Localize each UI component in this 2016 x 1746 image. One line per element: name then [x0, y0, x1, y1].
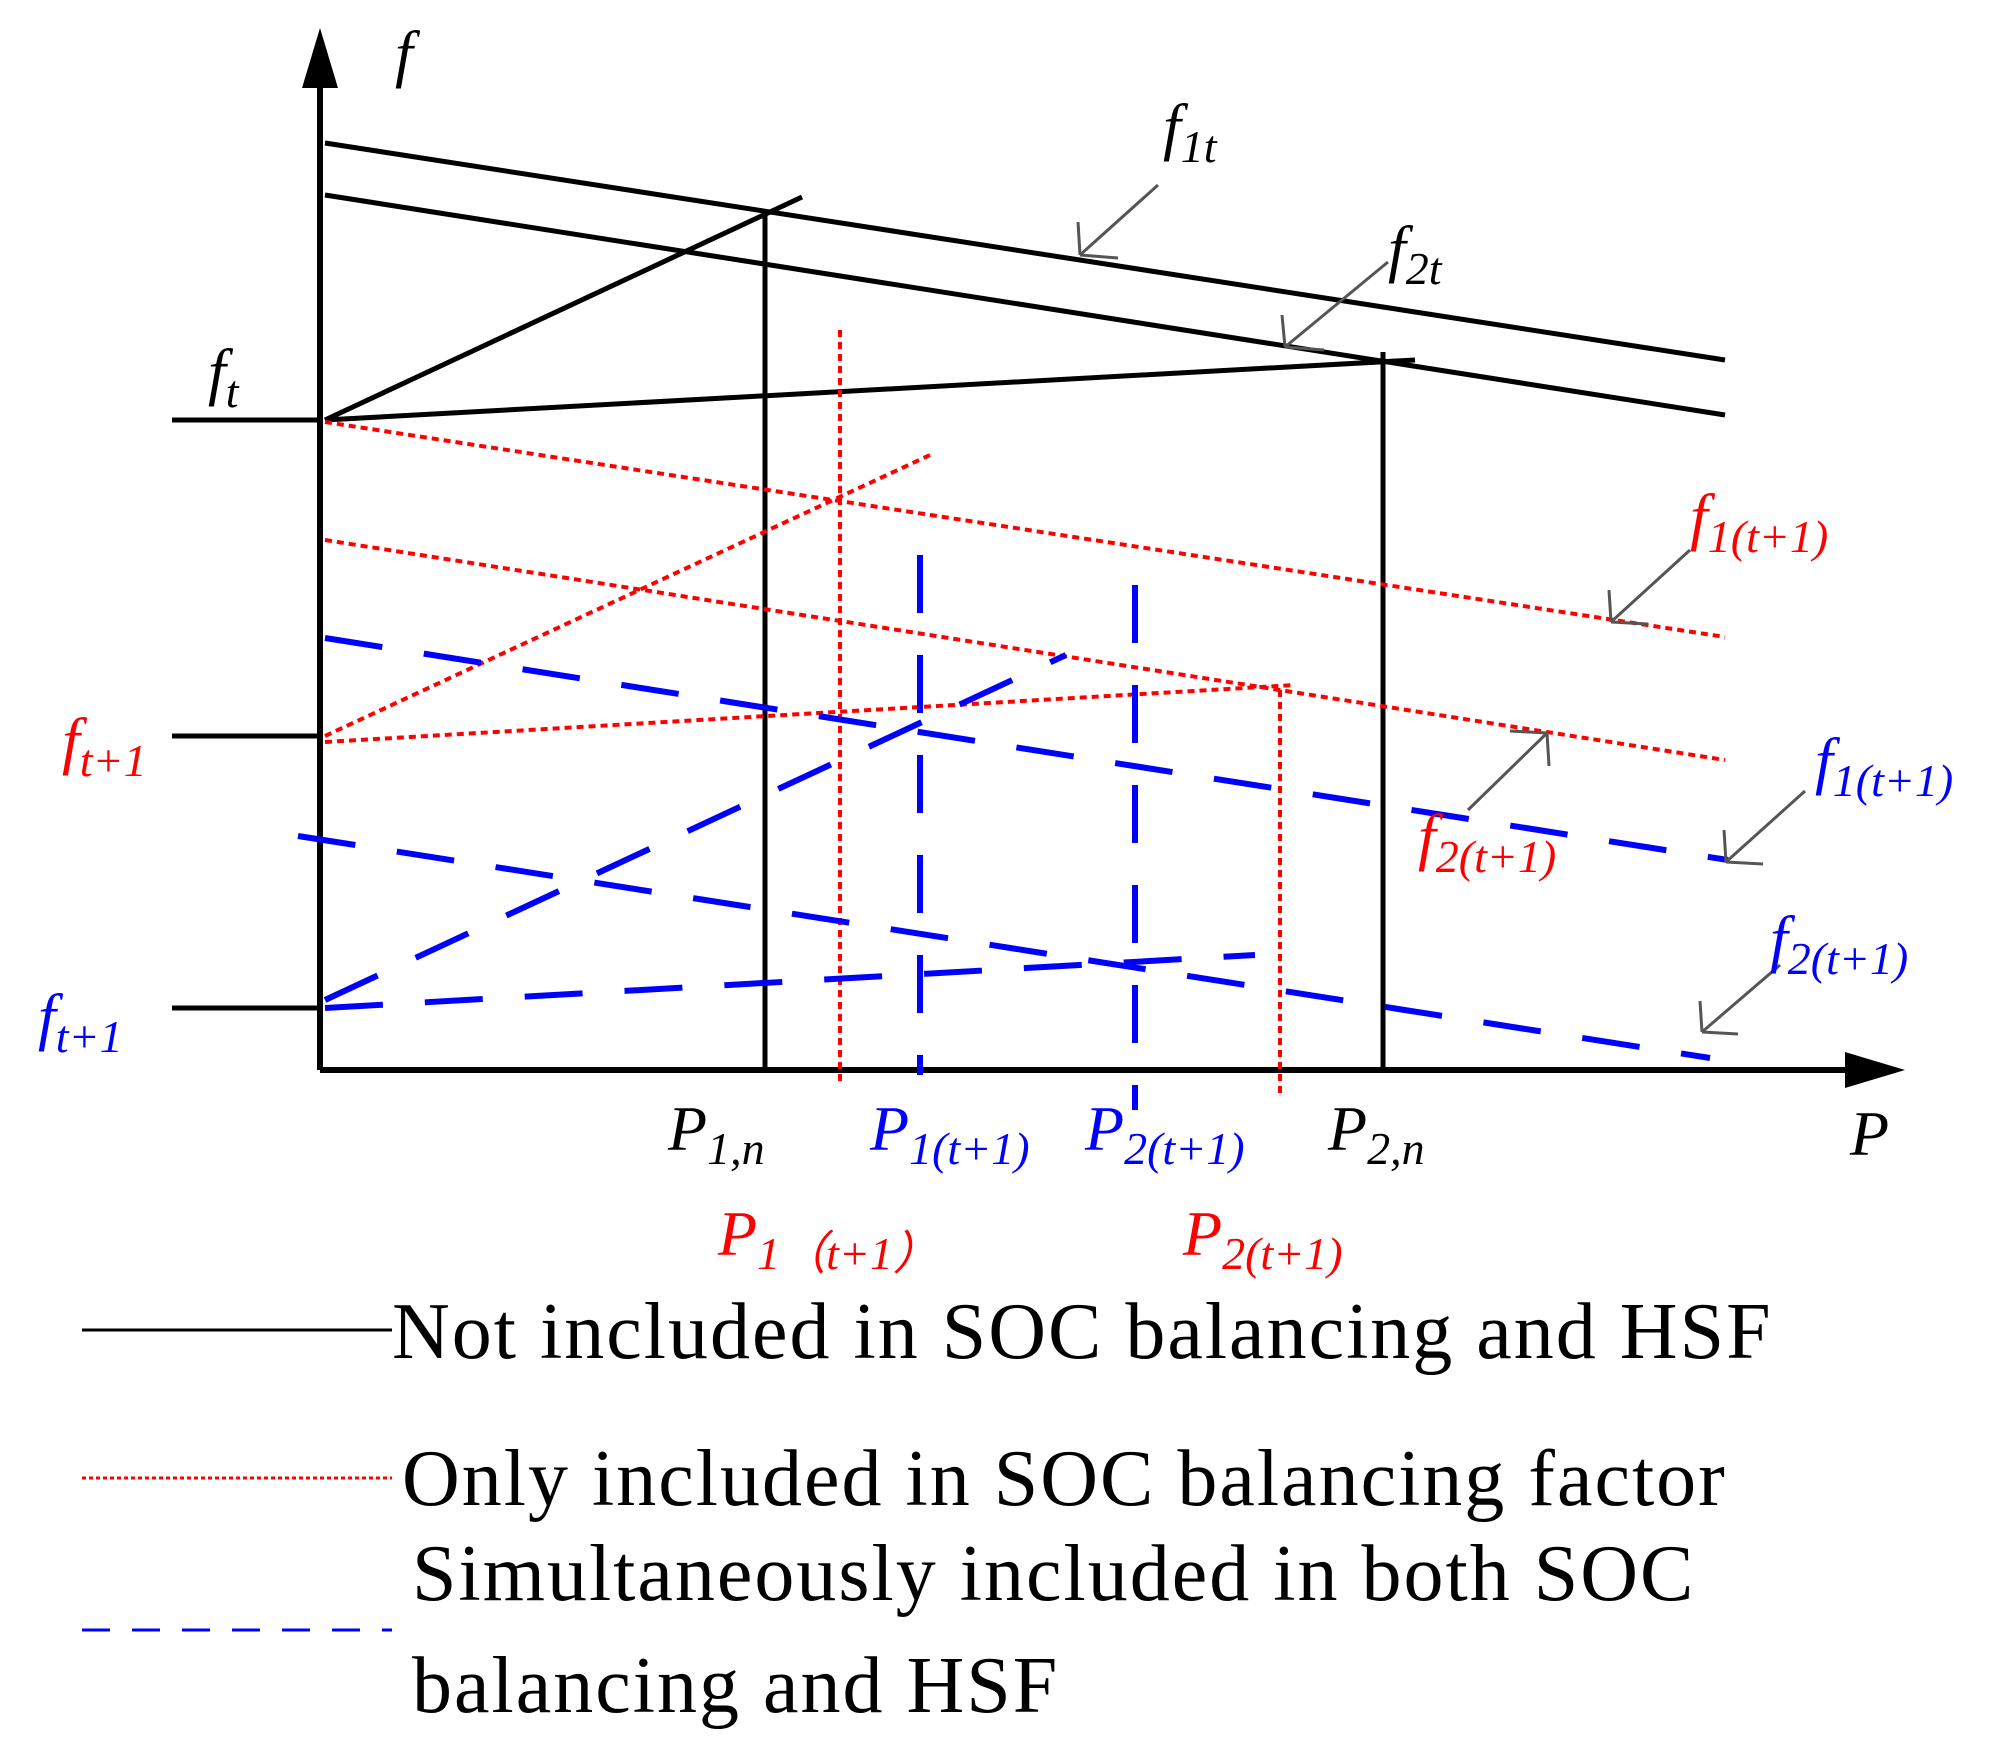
label-p1-blue: P1(t+1)	[869, 1093, 1030, 1174]
red-power-line-2	[324, 683, 1296, 744]
x-axis-arrowhead	[1845, 1052, 1905, 1088]
red-power-line-1	[324, 453, 931, 738]
f1-blue-pointer-arrow	[1722, 789, 1807, 866]
f1t-pointer-arrow	[1076, 183, 1160, 260]
label-p2n: P2,n	[1327, 1093, 1425, 1174]
axes	[172, 28, 1905, 1088]
legend-item-3-line-1: Simultaneously included in both SOC	[412, 1530, 1695, 1618]
red-droop-line-2	[324, 538, 1726, 762]
blue-power-line-2	[324, 952, 1256, 1011]
label-f2t: f2t	[1388, 213, 1443, 294]
legend-item-3-line-2: balancing and HSF	[412, 1642, 1059, 1730]
pointer-arrows	[1076, 183, 1807, 1036]
label-ft1-red: ft+1	[62, 705, 147, 786]
black-solid-lines	[323, 140, 1726, 1070]
legend-item-2: Only included in SOC balancing factor	[402, 1435, 1727, 1523]
label-p1n: P1,n	[667, 1093, 765, 1174]
f2t-pointer-arrow	[1280, 260, 1389, 352]
label-f1-red: f1(t+1)	[1690, 481, 1828, 562]
legend-item-1: Not included in SOC balancing and HSF	[392, 1288, 1773, 1376]
y-axis-arrowhead	[302, 28, 338, 88]
label-f2-red: f2(t+1)	[1418, 801, 1556, 882]
label-ft1-blue: ft+1	[38, 981, 123, 1062]
blue-dashed-lines	[297, 555, 1729, 1110]
label-f1t: f1t	[1163, 91, 1218, 172]
label-ft: ft	[208, 336, 240, 417]
label-p2-blue: P2(t+1)	[1084, 1093, 1245, 1174]
droop-line-f1t	[324, 140, 1726, 363]
label-f1-blue: f1(t+1)	[1815, 725, 1953, 806]
blue-power-line-1	[323, 652, 1068, 1003]
power-line-2	[324, 357, 1416, 423]
blue-droop-line-2	[297, 833, 1711, 1061]
red-dotted-lines	[324, 330, 1726, 1095]
f1-red-pointer-arrow	[1607, 548, 1692, 626]
f2-red-pointer-arrow	[1466, 729, 1551, 812]
red-droop-line-1	[324, 420, 1726, 639]
droop-line-f2t	[324, 192, 1726, 418]
label-f2-blue: f2(t+1)	[1770, 903, 1908, 984]
power-line-1	[323, 194, 804, 423]
x-axis-label: P	[1849, 1098, 1889, 1169]
y-axis-label: f	[395, 18, 421, 89]
label-p1-red: P1（t+1）	[717, 1198, 939, 1279]
legend: Not included in SOC balancing and HSF On…	[82, 1288, 1773, 1730]
f2-blue-pointer-arrow	[1698, 963, 1781, 1036]
label-p2-red: P2(t+1)	[1182, 1198, 1343, 1279]
blue-droop-line-1	[324, 635, 1729, 863]
